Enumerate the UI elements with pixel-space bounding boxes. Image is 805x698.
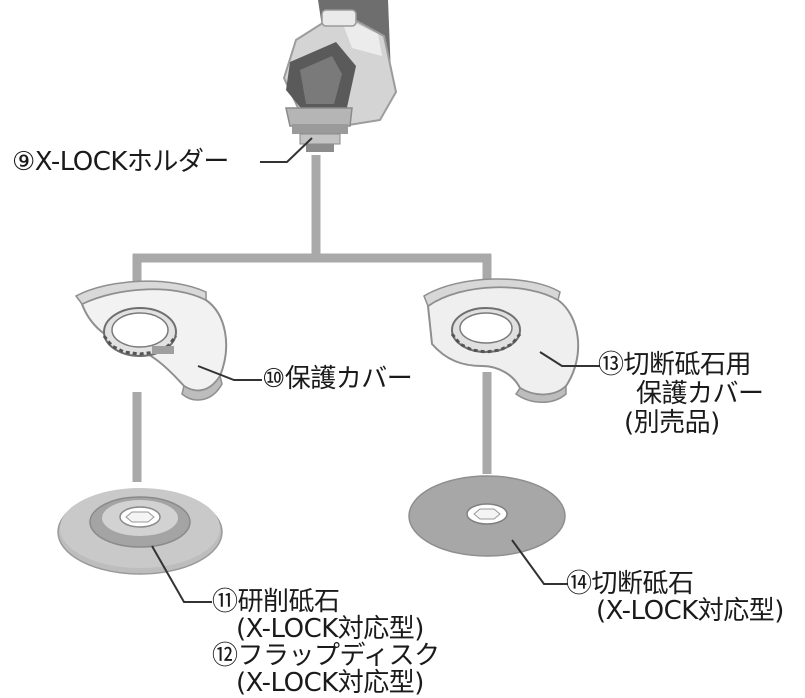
label-grinding-line2: (X-LOCK対応型): [236, 614, 424, 644]
label-grinding-line1: ⑪研削砥石: [212, 587, 340, 617]
leader-grinding: [151, 545, 212, 603]
label-cutting-line2: (X-LOCK対応型): [596, 596, 784, 626]
label-cut-guard-line3: (別売品): [624, 408, 720, 438]
grinding-wheel-image: [57, 488, 223, 575]
label-flap-line1: ⑫フラップディスク: [212, 641, 440, 671]
cut-guard-image: [423, 278, 580, 403]
label-flap-line2: (X-LOCK対応型): [236, 668, 424, 698]
label-cut-guard-line2: 保護カバー: [636, 379, 764, 409]
leader-holder: [260, 137, 313, 163]
connector-lines: [132, 155, 492, 482]
label-holder: ⑨X-LOCKホルダー: [12, 147, 229, 177]
leader-lines: [151, 137, 600, 603]
x-lock-holder-image: [282, 0, 398, 152]
leader-guard: [197, 365, 262, 381]
cutting-wheel-image: [408, 475, 566, 557]
guard-image: [74, 280, 228, 401]
leader-cut-guard: [539, 351, 600, 367]
label-cutting-line1: ⑭切断砥石: [566, 569, 694, 599]
label-guard: ⑩保護カバー: [262, 364, 413, 394]
leader-cutting: [511, 539, 568, 585]
label-cut-guard-line1: ⑬切断砥石用: [598, 350, 752, 380]
